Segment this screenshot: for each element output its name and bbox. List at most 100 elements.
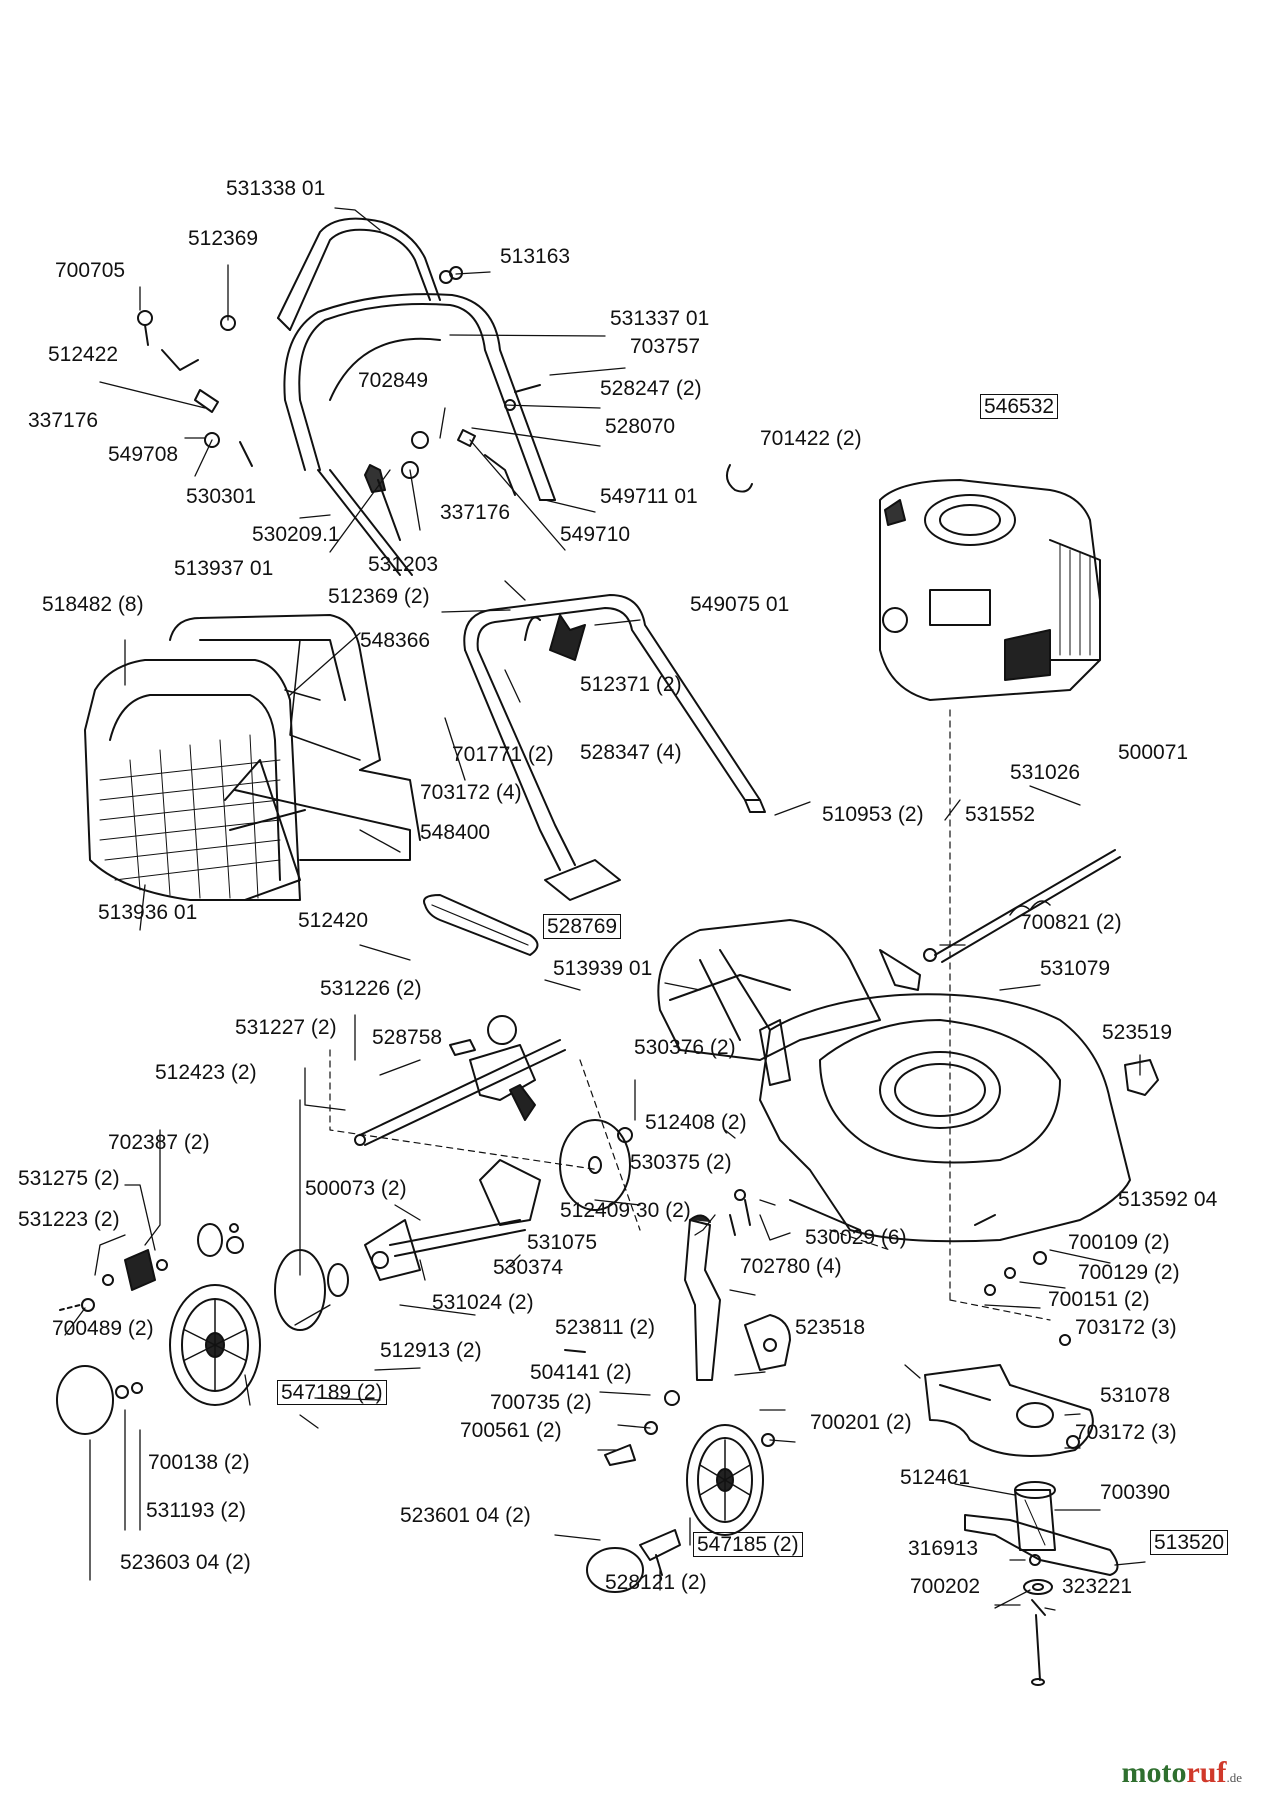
bag-mesh — [99, 734, 281, 899]
part-number-label: 513592 04 — [1118, 1188, 1218, 1211]
blade-bolt-washer — [1023, 1579, 1053, 1686]
mower-deck — [759, 949, 1131, 1243]
grass-catcher-frame — [169, 614, 421, 901]
part-number-label: 700705 — [55, 259, 126, 282]
part-number-label: 512461 — [900, 1466, 971, 1489]
part-number-label: 531275 (2) — [18, 1167, 120, 1190]
part-number-label: 512371 (2) — [580, 673, 682, 696]
watermark-moto: moto — [1121, 1756, 1187, 1789]
rear-hub-cap — [56, 1365, 143, 1435]
part-number-label: 531338 01 — [226, 177, 326, 200]
part-number-label: 548400 — [420, 821, 491, 844]
assembly-axis-lines — [329, 709, 1051, 1321]
part-number-label: 500073 (2) — [305, 1177, 407, 1200]
part-number-label: 701771 (2) — [452, 743, 554, 766]
part-number-label: 700561 (2) — [460, 1419, 562, 1442]
part-number-label: 530375 (2) — [630, 1151, 732, 1174]
part-number-label: 703172 (4) — [420, 781, 522, 804]
part-number-label: 703172 (3) — [1075, 1421, 1177, 1444]
part-number-label: 702849 — [358, 369, 429, 392]
part-number-label: 523601 04 (2) — [400, 1504, 531, 1527]
part-number-label: 337176 — [28, 409, 99, 432]
part-number-label: 531079 — [1040, 957, 1111, 980]
front-axle-parts — [564, 1349, 775, 1593]
part-number-label: 528758 — [372, 1026, 443, 1049]
side-bracket — [1124, 1059, 1159, 1096]
part-number-label: 513937 01 — [174, 557, 274, 580]
cable-clip — [524, 614, 586, 661]
front-wheel — [686, 1424, 764, 1536]
part-number-label: 513939 01 — [553, 957, 653, 980]
part-number-label: 700109 (2) — [1068, 1231, 1170, 1254]
part-number-label: 323221 — [1062, 1575, 1133, 1598]
top-left-fasteners — [137, 266, 753, 496]
lower-handle — [463, 594, 766, 901]
watermark-logo: motoruf.de — [1121, 1756, 1242, 1790]
part-number-label: 513520 — [1150, 1530, 1229, 1555]
part-number-label: 700202 — [910, 1575, 981, 1598]
part-number-label: 523811 (2) — [555, 1316, 656, 1339]
part-number-label: 547185 (2) — [693, 1532, 803, 1557]
part-number-label: 530301 — [186, 485, 257, 508]
part-number-label: 700489 (2) — [52, 1317, 154, 1340]
upper-handle-bar — [277, 217, 453, 331]
part-number-label: 700151 (2) — [1048, 1288, 1150, 1311]
part-number-label: 531075 — [527, 1231, 598, 1254]
engine — [879, 479, 1101, 701]
part-number-label: 528769 — [543, 914, 622, 939]
part-number-label: 702387 (2) — [108, 1131, 210, 1154]
rear-wheel — [169, 1284, 261, 1406]
main-handle-frame — [283, 293, 556, 576]
rear-axle-rod — [923, 849, 1121, 963]
mower-blade — [964, 1514, 1119, 1576]
part-number-label: 700138 (2) — [148, 1451, 250, 1474]
part-number-label: 512913 (2) — [380, 1339, 482, 1362]
part-number-label: 512369 (2) — [328, 585, 430, 608]
part-number-label: 549711 01 — [600, 485, 698, 508]
part-number-label: 549075 01 — [690, 593, 790, 616]
part-number-label: 528347 (4) — [580, 741, 682, 764]
part-number-label: 530374 — [493, 1256, 564, 1279]
part-number-label: 531078 — [1100, 1384, 1171, 1407]
part-number-label: 702780 (4) — [740, 1255, 842, 1278]
rear-wheel-hub-parts — [59, 1223, 349, 1331]
part-number-label: 546532 — [980, 394, 1059, 419]
part-number-label: 531552 — [965, 803, 1036, 826]
part-number-label: 547189 (2) — [277, 1380, 387, 1405]
part-number-label: 531026 — [1010, 761, 1081, 784]
wheel-axle — [364, 1219, 526, 1281]
part-number-label: 518482 (8) — [42, 593, 144, 616]
part-number-label: 703172 (3) — [1075, 1316, 1177, 1339]
part-number-label: 512409 30 (2) — [560, 1199, 691, 1222]
rear-deflector — [657, 919, 881, 1061]
part-number-label: 513163 — [500, 245, 571, 268]
drive-belt — [423, 894, 539, 956]
drive-pulley-assembly — [479, 1084, 633, 1226]
part-number-label: 512420 — [298, 909, 369, 932]
watermark-ruf: ruf — [1186, 1756, 1227, 1789]
part-number-label: 531223 (2) — [18, 1208, 120, 1231]
part-number-label: 510953 (2) — [822, 803, 924, 826]
part-number-label: 528070 — [605, 415, 676, 438]
part-number-label: 531226 (2) — [320, 977, 422, 1000]
gearbox — [354, 1015, 566, 1146]
part-number-label: 549708 — [108, 443, 179, 466]
part-number-label: 316913 — [908, 1537, 979, 1560]
part-number-label: 531227 (2) — [235, 1016, 337, 1039]
part-number-label: 700390 — [1100, 1481, 1171, 1504]
part-number-label: 530029 (6) — [805, 1226, 907, 1249]
part-number-label: 531337 01 — [610, 307, 710, 330]
part-number-label: 700201 (2) — [810, 1411, 912, 1434]
part-number-label: 513936 01 — [98, 901, 198, 924]
part-number-label: 700821 (2) — [1020, 911, 1122, 934]
part-number-label: 700129 (2) — [1078, 1261, 1180, 1284]
front-wheel-bracket — [684, 1214, 791, 1381]
part-number-label: 530376 (2) — [634, 1036, 736, 1059]
small-deck-fasteners — [729, 1189, 1080, 1449]
part-number-label: 531024 (2) — [432, 1291, 534, 1314]
part-number-label: 523518 — [795, 1316, 866, 1339]
part-number-label: 528121 (2) — [605, 1571, 707, 1594]
part-number-label: 512423 (2) — [155, 1061, 257, 1084]
